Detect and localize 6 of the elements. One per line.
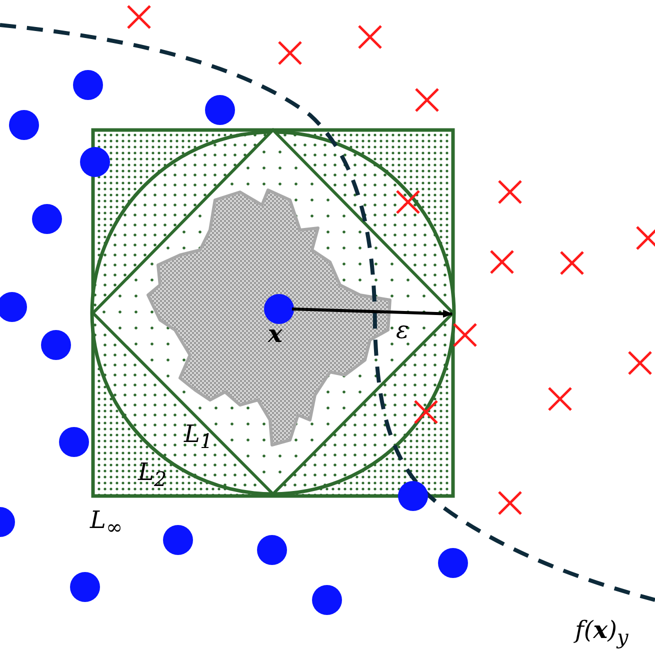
norm-label: L$_{1}$ (184, 422, 213, 451)
point-label: x (268, 322, 282, 346)
radius-label: ε (396, 318, 409, 342)
norm-label: L$_{2}$ (138, 460, 167, 489)
norm-label: L$_{∞}$ (90, 508, 123, 537)
function-label: f(x)$_{y}$ (575, 618, 628, 647)
